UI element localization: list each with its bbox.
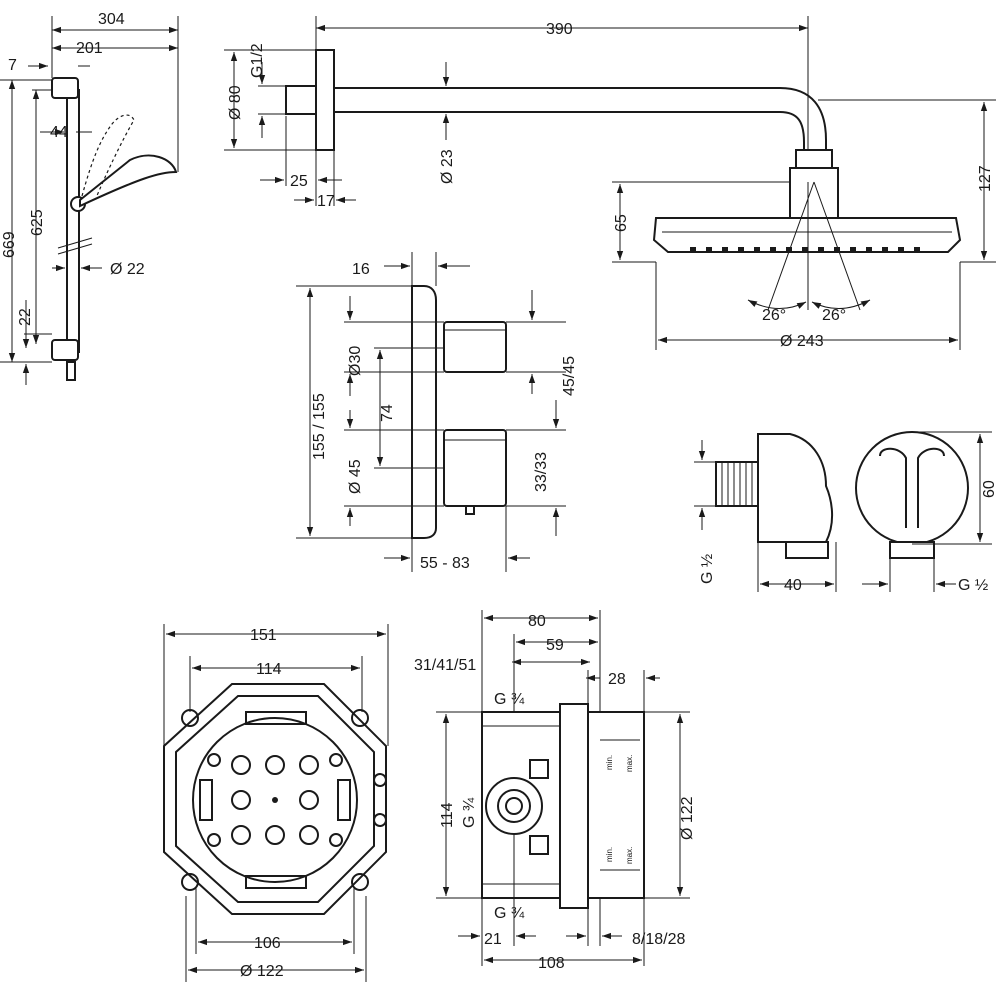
dim-60: 60	[981, 480, 998, 498]
dim-g34-mid: G ¾	[461, 797, 478, 828]
dim-7: 7	[8, 57, 17, 74]
dim-114-box: 114	[439, 802, 456, 828]
box-bottom-tab	[245, 875, 307, 889]
hand-shower	[79, 154, 178, 208]
dim-33-33: 33/33	[533, 452, 550, 492]
dim-114-front: 114	[256, 661, 282, 678]
wall-outlet-view: G ½ 40 60 G ½	[694, 431, 998, 594]
label-max-top: max.	[625, 755, 634, 772]
thread-connection	[285, 85, 317, 115]
outlet-handle-right	[917, 447, 945, 528]
angle-left: 26°	[762, 307, 786, 324]
dim-59: 59	[546, 637, 564, 654]
box-flange	[559, 703, 589, 909]
dim-151: 151	[250, 627, 277, 644]
dim-rod-diameter: Ø 22	[110, 261, 145, 278]
dim-25: 25	[290, 173, 308, 190]
bottom-bracket	[51, 339, 79, 361]
dim-80-box: 80	[528, 613, 546, 630]
knob-pin	[465, 505, 475, 515]
label-max-bottom: max.	[625, 847, 634, 864]
nozzles	[690, 247, 920, 253]
dim-17: 17	[317, 193, 335, 210]
box-right-tab	[337, 779, 351, 821]
dim-23: Ø 23	[439, 149, 456, 184]
dim-80: Ø 80	[227, 85, 244, 120]
dim-45-45: 45/45	[561, 356, 578, 396]
dim-g12-outlet-left: G ½	[699, 554, 716, 584]
outlet-body-side	[757, 433, 833, 543]
shower-set-view: 304 201 7 44 669 625 22 Ø 22	[0, 11, 179, 385]
knob-top	[443, 321, 507, 373]
dim-55-83: 55 - 83	[420, 555, 470, 572]
dim-390: 390	[546, 21, 573, 38]
dim-g34-bottom: G ¾	[494, 905, 525, 922]
dim-30: Ø30	[347, 346, 364, 376]
outlet-nipple-front	[889, 541, 935, 559]
label-min-top: min.	[605, 755, 614, 770]
outlet-thread	[715, 461, 759, 507]
box-circle	[192, 717, 358, 883]
dim-g34-top: G ¾	[494, 691, 525, 708]
dim-8-18-28: 8/18/28	[632, 931, 685, 948]
dim-g12-outlet-right: G ½	[958, 577, 988, 594]
dim-22-bottom: 22	[17, 308, 34, 326]
dim-16: 16	[352, 261, 370, 278]
outlet-nipple-side	[785, 541, 829, 559]
dim-127: 127	[977, 165, 994, 192]
ball-joint	[789, 167, 839, 219]
dim-669: 669	[1, 231, 18, 258]
shower-rail	[66, 89, 80, 353]
arm-joint	[795, 149, 833, 169]
dim-44: 44	[50, 124, 68, 141]
knob-bottom	[443, 429, 507, 507]
dim-201: 201	[76, 40, 103, 57]
box-top-tab	[245, 711, 307, 725]
box-inner-ring	[175, 695, 375, 903]
mounting-plate	[587, 711, 645, 899]
dim-243: Ø 243	[780, 333, 824, 350]
hose-connector	[66, 361, 76, 381]
thermostat-view: 16 155 / 155 Ø30 74 Ø 45 45/45	[296, 252, 578, 572]
cover-plate	[411, 285, 437, 539]
dim-106: 106	[254, 935, 281, 952]
outlet-body-front	[855, 431, 969, 545]
box-left-tab	[199, 779, 213, 821]
wall-flange	[315, 49, 335, 151]
dim-45-round: Ø 45	[347, 459, 364, 494]
label-min-bottom: min.	[605, 847, 614, 862]
box-ports	[231, 755, 319, 845]
head-shower	[652, 217, 962, 253]
dim-g12-arm: G1/2	[249, 43, 266, 78]
top-bracket	[51, 77, 79, 99]
box-side-view: min. max. min. max. 80 59 31/41/51 28 G …	[414, 610, 696, 972]
dim-65: 65	[613, 214, 630, 232]
dim-31-41-51: 31/41/51	[414, 657, 476, 674]
shower-arm	[333, 87, 827, 151]
dim-28: 28	[608, 671, 626, 688]
angle-right: 26°	[822, 307, 846, 324]
dim-21: 21	[484, 931, 502, 948]
outlet-handle-left	[879, 447, 907, 528]
dim-108: 108	[538, 955, 565, 972]
dim-122-box: Ø 122	[679, 796, 696, 840]
dim-625: 625	[29, 209, 46, 236]
dim-40: 40	[784, 577, 802, 594]
shower-arm-view: 390 G1/2 Ø 80 Ø 23 25 17 127	[224, 16, 996, 350]
dim-304: 304	[98, 11, 125, 28]
dim-122-front: Ø 122	[240, 963, 284, 980]
box-front-view: 151 114 106 Ø 122	[163, 624, 389, 982]
dim-155: 155 / 155	[311, 393, 328, 460]
dim-74: 74	[379, 404, 396, 422]
